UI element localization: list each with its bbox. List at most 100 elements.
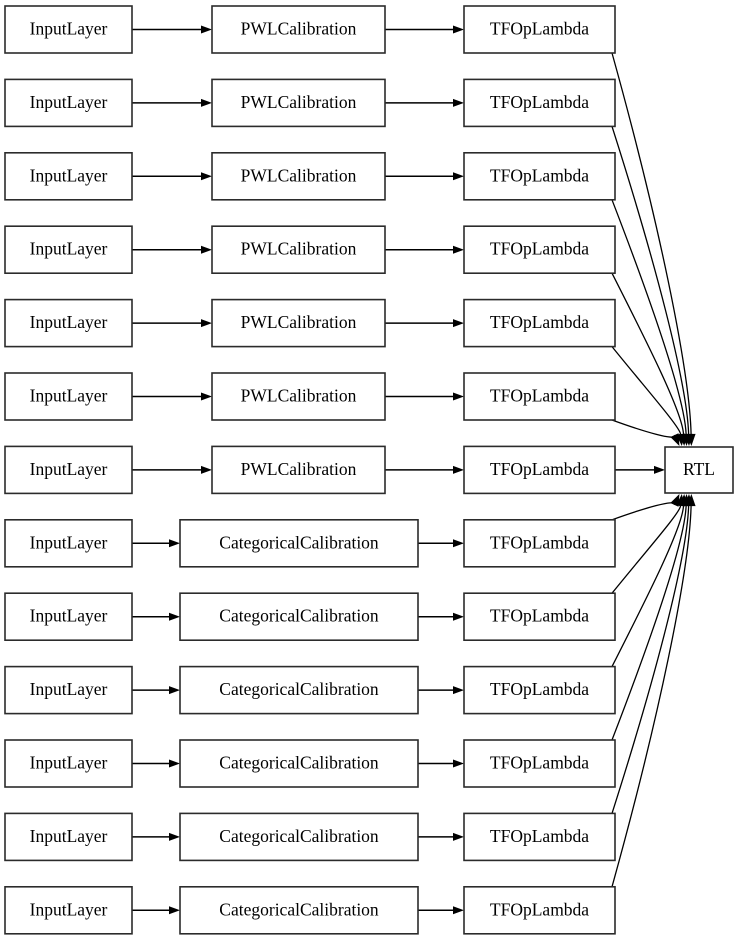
edge-input-to-calibration-0: [132, 25, 212, 34]
edge-input-to-calibration-1: [132, 98, 212, 107]
node-input-layer-9[interactable]: InputLayer: [4, 665, 133, 715]
node-tfoplambda-1[interactable]: TFOpLambda: [463, 78, 616, 128]
node-input-layer-12[interactable]: InputLayer: [4, 885, 133, 935]
node-input-layer-10[interactable]: InputLayer: [4, 739, 133, 788]
node-input-layer-10-box: [4, 739, 133, 788]
node-input-layer-8[interactable]: InputLayer: [4, 592, 133, 642]
edge-calibration-to-lambda-3-arrowhead: [453, 245, 464, 254]
node-input-layer-4[interactable]: InputLayer: [4, 298, 133, 348]
node-tfoplambda-10[interactable]: TFOpLambda: [463, 739, 616, 788]
node-tfoplambda-9[interactable]: TFOpLambda: [463, 665, 616, 715]
node-input-layer-5[interactable]: InputLayer: [4, 372, 133, 421]
node-calibration-12[interactable]: CategoricalCalibration: [179, 885, 419, 935]
edge-input-to-calibration-3-arrowhead: [201, 245, 212, 254]
node-calibration-2-label: PWLCalibration: [241, 165, 357, 185]
node-tfoplambda-4[interactable]: TFOpLambda: [463, 298, 616, 348]
node-calibration-4-label: PWLCalibration: [241, 312, 357, 332]
node-calibration-6[interactable]: PWLCalibration: [211, 445, 386, 495]
node-input-layer-4-label: InputLayer: [30, 312, 108, 332]
node-input-layer-7[interactable]: InputLayer: [4, 518, 133, 568]
node-calibration-8[interactable]: CategoricalCalibration: [179, 592, 419, 642]
node-input-layer-6-label: InputLayer: [30, 459, 108, 479]
node-input-layer-6[interactable]: InputLayer: [4, 445, 133, 495]
node-input-layer-0[interactable]: InputLayer: [4, 5, 133, 54]
node-calibration-7-label: CategoricalCalibration: [219, 532, 379, 552]
edge-input-to-calibration-9-arrowhead: [169, 686, 180, 695]
edge-lambda-to-rtl-8-path: [611, 505, 682, 594]
node-calibration-7[interactable]: CategoricalCalibration: [179, 518, 419, 568]
edge-calibration-to-lambda-7: [418, 539, 464, 548]
edge-calibration-to-lambda-3: [385, 245, 464, 254]
node-tfoplambda-9-label: TFOpLambda: [490, 679, 589, 699]
edge-calibration-to-lambda-8: [418, 612, 464, 621]
edge-calibration-to-lambda-9-arrowhead: [453, 686, 464, 695]
edge-lambda-to-rtl-1: [611, 126, 694, 446]
edge-lambda-to-rtl-10: [611, 494, 691, 741]
node-calibration-3-label: PWLCalibration: [241, 239, 357, 259]
edge-input-to-calibration-5-arrowhead: [201, 392, 212, 401]
node-input-layer-0-label: InputLayer: [30, 19, 108, 39]
node-calibration-10[interactable]: CategoricalCalibration: [179, 739, 419, 788]
node-tfoplambda-7[interactable]: TFOpLambda: [463, 518, 616, 568]
node-calibration-2[interactable]: PWLCalibration: [211, 152, 386, 201]
edge-input-to-calibration-4: [132, 319, 212, 328]
node-calibration-4[interactable]: PWLCalibration: [211, 298, 386, 348]
node-tfoplambda-7-label: TFOpLambda: [490, 532, 589, 552]
edge-calibration-to-lambda-11: [418, 832, 464, 841]
node-calibration-9-label: CategoricalCalibration: [219, 679, 379, 699]
edge-calibration-to-lambda-10: [418, 759, 464, 768]
edge-input-to-calibration-1-arrowhead: [201, 98, 212, 107]
node-calibration-0[interactable]: PWLCalibration: [211, 5, 386, 54]
edge-lambda-to-rtl-11: [611, 494, 694, 814]
node-calibration-1-box: [211, 78, 386, 128]
edge-calibration-to-lambda-4-arrowhead: [453, 319, 464, 328]
node-input-layer-5-label: InputLayer: [30, 386, 108, 406]
node-input-layer-9-box: [4, 665, 133, 715]
node-calibration-3[interactable]: PWLCalibration: [211, 225, 386, 274]
edge-calibration-to-lambda-1: [385, 98, 464, 107]
node-input-layer-1[interactable]: InputLayer: [4, 78, 133, 128]
node-tfoplambda-0[interactable]: TFOpLambda: [463, 5, 616, 54]
node-tfoplambda-12-box: [463, 885, 616, 935]
node-input-layer-2[interactable]: InputLayer: [4, 152, 133, 201]
node-tfoplambda-5[interactable]: TFOpLambda: [463, 372, 616, 421]
node-tfoplambda-2-label: TFOpLambda: [490, 165, 589, 185]
node-rtl-output[interactable]: RTL: [664, 446, 734, 494]
node-input-layer-8-label: InputLayer: [30, 606, 108, 626]
node-input-layer-3-label: InputLayer: [30, 239, 108, 259]
node-input-layer-11-label: InputLayer: [30, 826, 108, 846]
node-tfoplambda-8[interactable]: TFOpLambda: [463, 592, 616, 642]
edge-input-to-calibration-11: [132, 832, 180, 841]
edge-input-to-calibration-2-arrowhead: [201, 172, 212, 181]
node-calibration-7-box: [179, 518, 419, 568]
node-input-layer-11[interactable]: InputLayer: [4, 812, 133, 862]
node-tfoplambda-2[interactable]: TFOpLambda: [463, 152, 616, 201]
edge-lambda-to-rtl-6-arrowhead: [654, 465, 665, 474]
node-input-layer-5-box: [4, 372, 133, 421]
node-tfoplambda-6[interactable]: TFOpLambda: [463, 445, 616, 495]
edge-calibration-to-lambda-4: [385, 319, 464, 328]
node-input-layer-2-box: [4, 152, 133, 201]
edge-input-to-calibration-3: [132, 245, 212, 254]
node-input-layer-1-box: [4, 78, 133, 128]
edge-lambda-to-rtl-2: [611, 199, 691, 446]
node-input-layer-12-label: InputLayer: [30, 899, 108, 919]
node-tfoplambda-12[interactable]: TFOpLambda: [463, 885, 616, 935]
node-calibration-9[interactable]: CategoricalCalibration: [179, 665, 419, 715]
node-calibration-12-box: [179, 885, 419, 935]
node-calibration-11[interactable]: CategoricalCalibration: [179, 812, 419, 862]
node-calibration-1[interactable]: PWLCalibration: [211, 78, 386, 128]
node-tfoplambda-10-label: TFOpLambda: [490, 753, 589, 773]
node-tfoplambda-3[interactable]: TFOpLambda: [463, 225, 616, 274]
edge-calibration-to-lambda-12-arrowhead: [453, 906, 464, 915]
edge-lambda-to-rtl-12: [611, 494, 696, 887]
node-input-layer-3[interactable]: InputLayer: [4, 225, 133, 274]
node-tfoplambda-8-label: TFOpLambda: [490, 606, 589, 626]
node-calibration-5[interactable]: PWLCalibration: [211, 372, 386, 421]
node-tfoplambda-12-label: TFOpLambda: [490, 899, 589, 919]
node-tfoplambda-4-box: [463, 298, 616, 348]
node-rtl-output-label: RTL: [683, 459, 715, 479]
node-tfoplambda-11[interactable]: TFOpLambda: [463, 812, 616, 862]
edge-calibration-to-lambda-2: [385, 172, 464, 181]
